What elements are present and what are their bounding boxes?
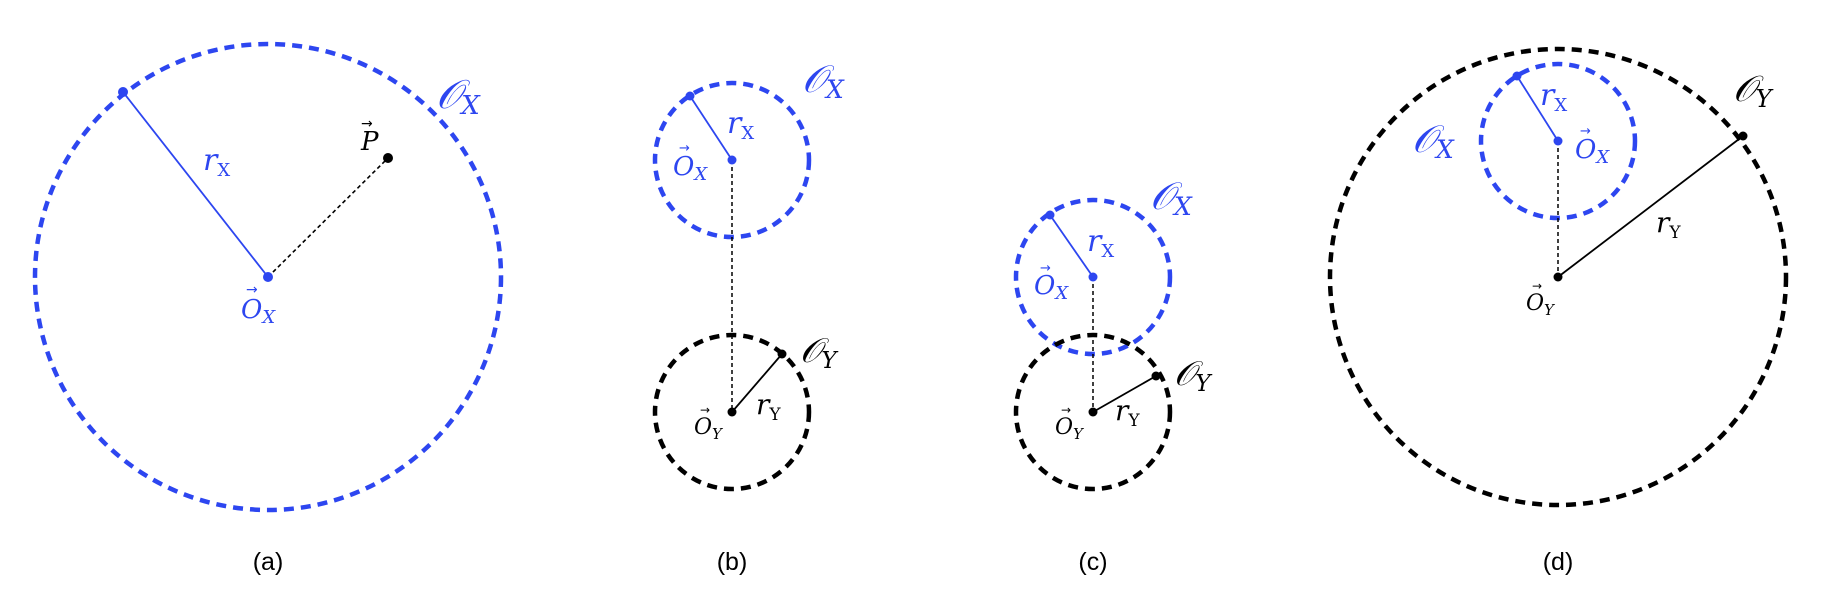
- caption-a: (a): [253, 548, 284, 576]
- center-y-arrow: →: [700, 403, 710, 417]
- radius-x-endpoint: [1045, 210, 1055, 220]
- center-y-dot: [1553, 272, 1563, 282]
- radius-y-label: rY: [1656, 206, 1681, 243]
- radius-x-label: rX: [1540, 78, 1567, 116]
- center-y-label: OY: [1526, 291, 1556, 319]
- circle-y: [1327, 46, 1789, 508]
- center-y-arrow: →: [1532, 279, 1542, 293]
- radius-y-endpoint: [777, 349, 787, 359]
- center-x-dot: [727, 155, 737, 165]
- radius-x-label: rX: [727, 106, 754, 144]
- radius-y-endpoint: [1738, 131, 1748, 141]
- center-x-label: OX: [241, 295, 276, 328]
- radius-x-endpoint: [1512, 71, 1522, 81]
- center-x-dot: [1088, 272, 1098, 282]
- point-p-label: P: [360, 127, 379, 157]
- panel-d: 𝒪X rX → OX 𝒪Y rY → OY (d): [1327, 46, 1789, 576]
- circle-y-label: 𝒪Y: [800, 331, 839, 374]
- center-y-arrow: →: [1061, 403, 1071, 417]
- radius-x-endpoint: [118, 87, 128, 97]
- center-x-label: OX: [673, 152, 708, 185]
- radius-x-line: [1516, 75, 1559, 142]
- center-y-label: OY: [694, 415, 724, 443]
- caption-c: (c): [1078, 548, 1107, 576]
- center-x-arrow: →: [246, 282, 258, 298]
- center-x-label: OX: [1575, 135, 1610, 168]
- circle-x-label: 𝒪X: [1150, 174, 1193, 221]
- radius-x-label: rX: [1087, 224, 1114, 262]
- circle-x-label: 𝒪X: [802, 57, 845, 104]
- center-x-dot: [1553, 136, 1563, 146]
- radius-x-line: [689, 95, 733, 161]
- center-x-dot: [263, 272, 273, 282]
- center-x-arrow: →: [1580, 124, 1591, 139]
- point-p-arrow: →: [361, 116, 373, 132]
- panel-b: 𝒪X rX → OX 𝒪Y rY → OY (b): [652, 57, 845, 576]
- radius-x-endpoint: [685, 91, 695, 101]
- center-y-dot: [1088, 407, 1098, 417]
- center-y-label: OY: [1055, 415, 1085, 443]
- circle-x-label: 𝒪X: [1412, 117, 1455, 164]
- radius-y-label: rY: [1115, 394, 1140, 431]
- center-x-label: OX: [1034, 271, 1069, 304]
- radius-x-line: [122, 91, 269, 278]
- panel-a: 𝒪X rX → OX → P (a): [32, 41, 504, 576]
- center-x-arrow: →: [1040, 261, 1051, 276]
- radius-y-line: [731, 353, 783, 413]
- caption-b: (b): [717, 548, 748, 576]
- center-to-point-line: [267, 157, 389, 278]
- circle-y-label: 𝒪Y: [1733, 69, 1774, 113]
- radius-x-label: rX: [203, 143, 230, 181]
- point-p-dot: [383, 153, 393, 163]
- radius-y-label: rY: [756, 388, 781, 425]
- caption-d: (d): [1543, 548, 1574, 576]
- center-y-dot: [727, 407, 737, 417]
- radius-x-line: [1049, 214, 1094, 278]
- panel-c: 𝒪X rX → OX 𝒪Y rY → OY (c): [1013, 174, 1213, 576]
- circle-y-label: 𝒪Y: [1174, 354, 1213, 397]
- circle-x-label: 𝒪X: [436, 72, 481, 121]
- radius-y-line: [1557, 135, 1744, 278]
- center-x-arrow: →: [679, 141, 690, 156]
- radius-y-line: [1092, 375, 1157, 413]
- circle-x: [32, 41, 504, 513]
- radius-y-endpoint: [1151, 371, 1161, 381]
